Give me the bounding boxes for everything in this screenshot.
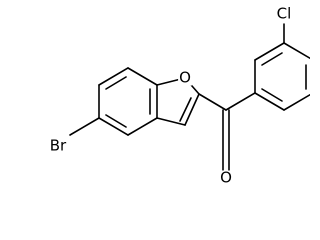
bond-carbonyl-furan — [198, 93, 227, 111]
bond-c5-br — [69, 117, 100, 136]
bond-diagram — [69, 23, 310, 171]
bond-ring-a-4 — [254, 92, 285, 111]
bond-ring-b-3 — [98, 117, 129, 136]
atom-label-chlorine: Cl — [275, 4, 293, 23]
bond-ring-a-3 — [283, 93, 310, 111]
bond-ring-b-inner-3 — [105, 76, 127, 90]
bond-ring-a-inner-1 — [261, 52, 283, 66]
bond-ring-b-2 — [127, 117, 158, 136]
bond-furan-c3-c3a — [156, 117, 186, 126]
bond-ring-b-inner-2 — [105, 114, 127, 128]
bond-furan-c2-c3-inner — [179, 97, 192, 122]
bond-furan-c2-c3 — [184, 93, 200, 126]
atom-label-furan-oxygen: O — [178, 68, 192, 87]
atom-label-bromine: Br — [48, 136, 68, 155]
structure-canvas: Cl O O Br — [48, 4, 310, 187]
bond-ring-carbonyl — [225, 92, 256, 111]
bond-ring-b-6 — [127, 67, 158, 86]
bond-ring-a-inner-3 — [261, 88, 283, 102]
bond-ring-a-1 — [283, 42, 310, 60]
atom-label-carbonyl-oxygen: O — [219, 168, 233, 187]
bond-ring-b-5 — [98, 67, 129, 86]
bond-ring-a-6 — [254, 42, 285, 61]
